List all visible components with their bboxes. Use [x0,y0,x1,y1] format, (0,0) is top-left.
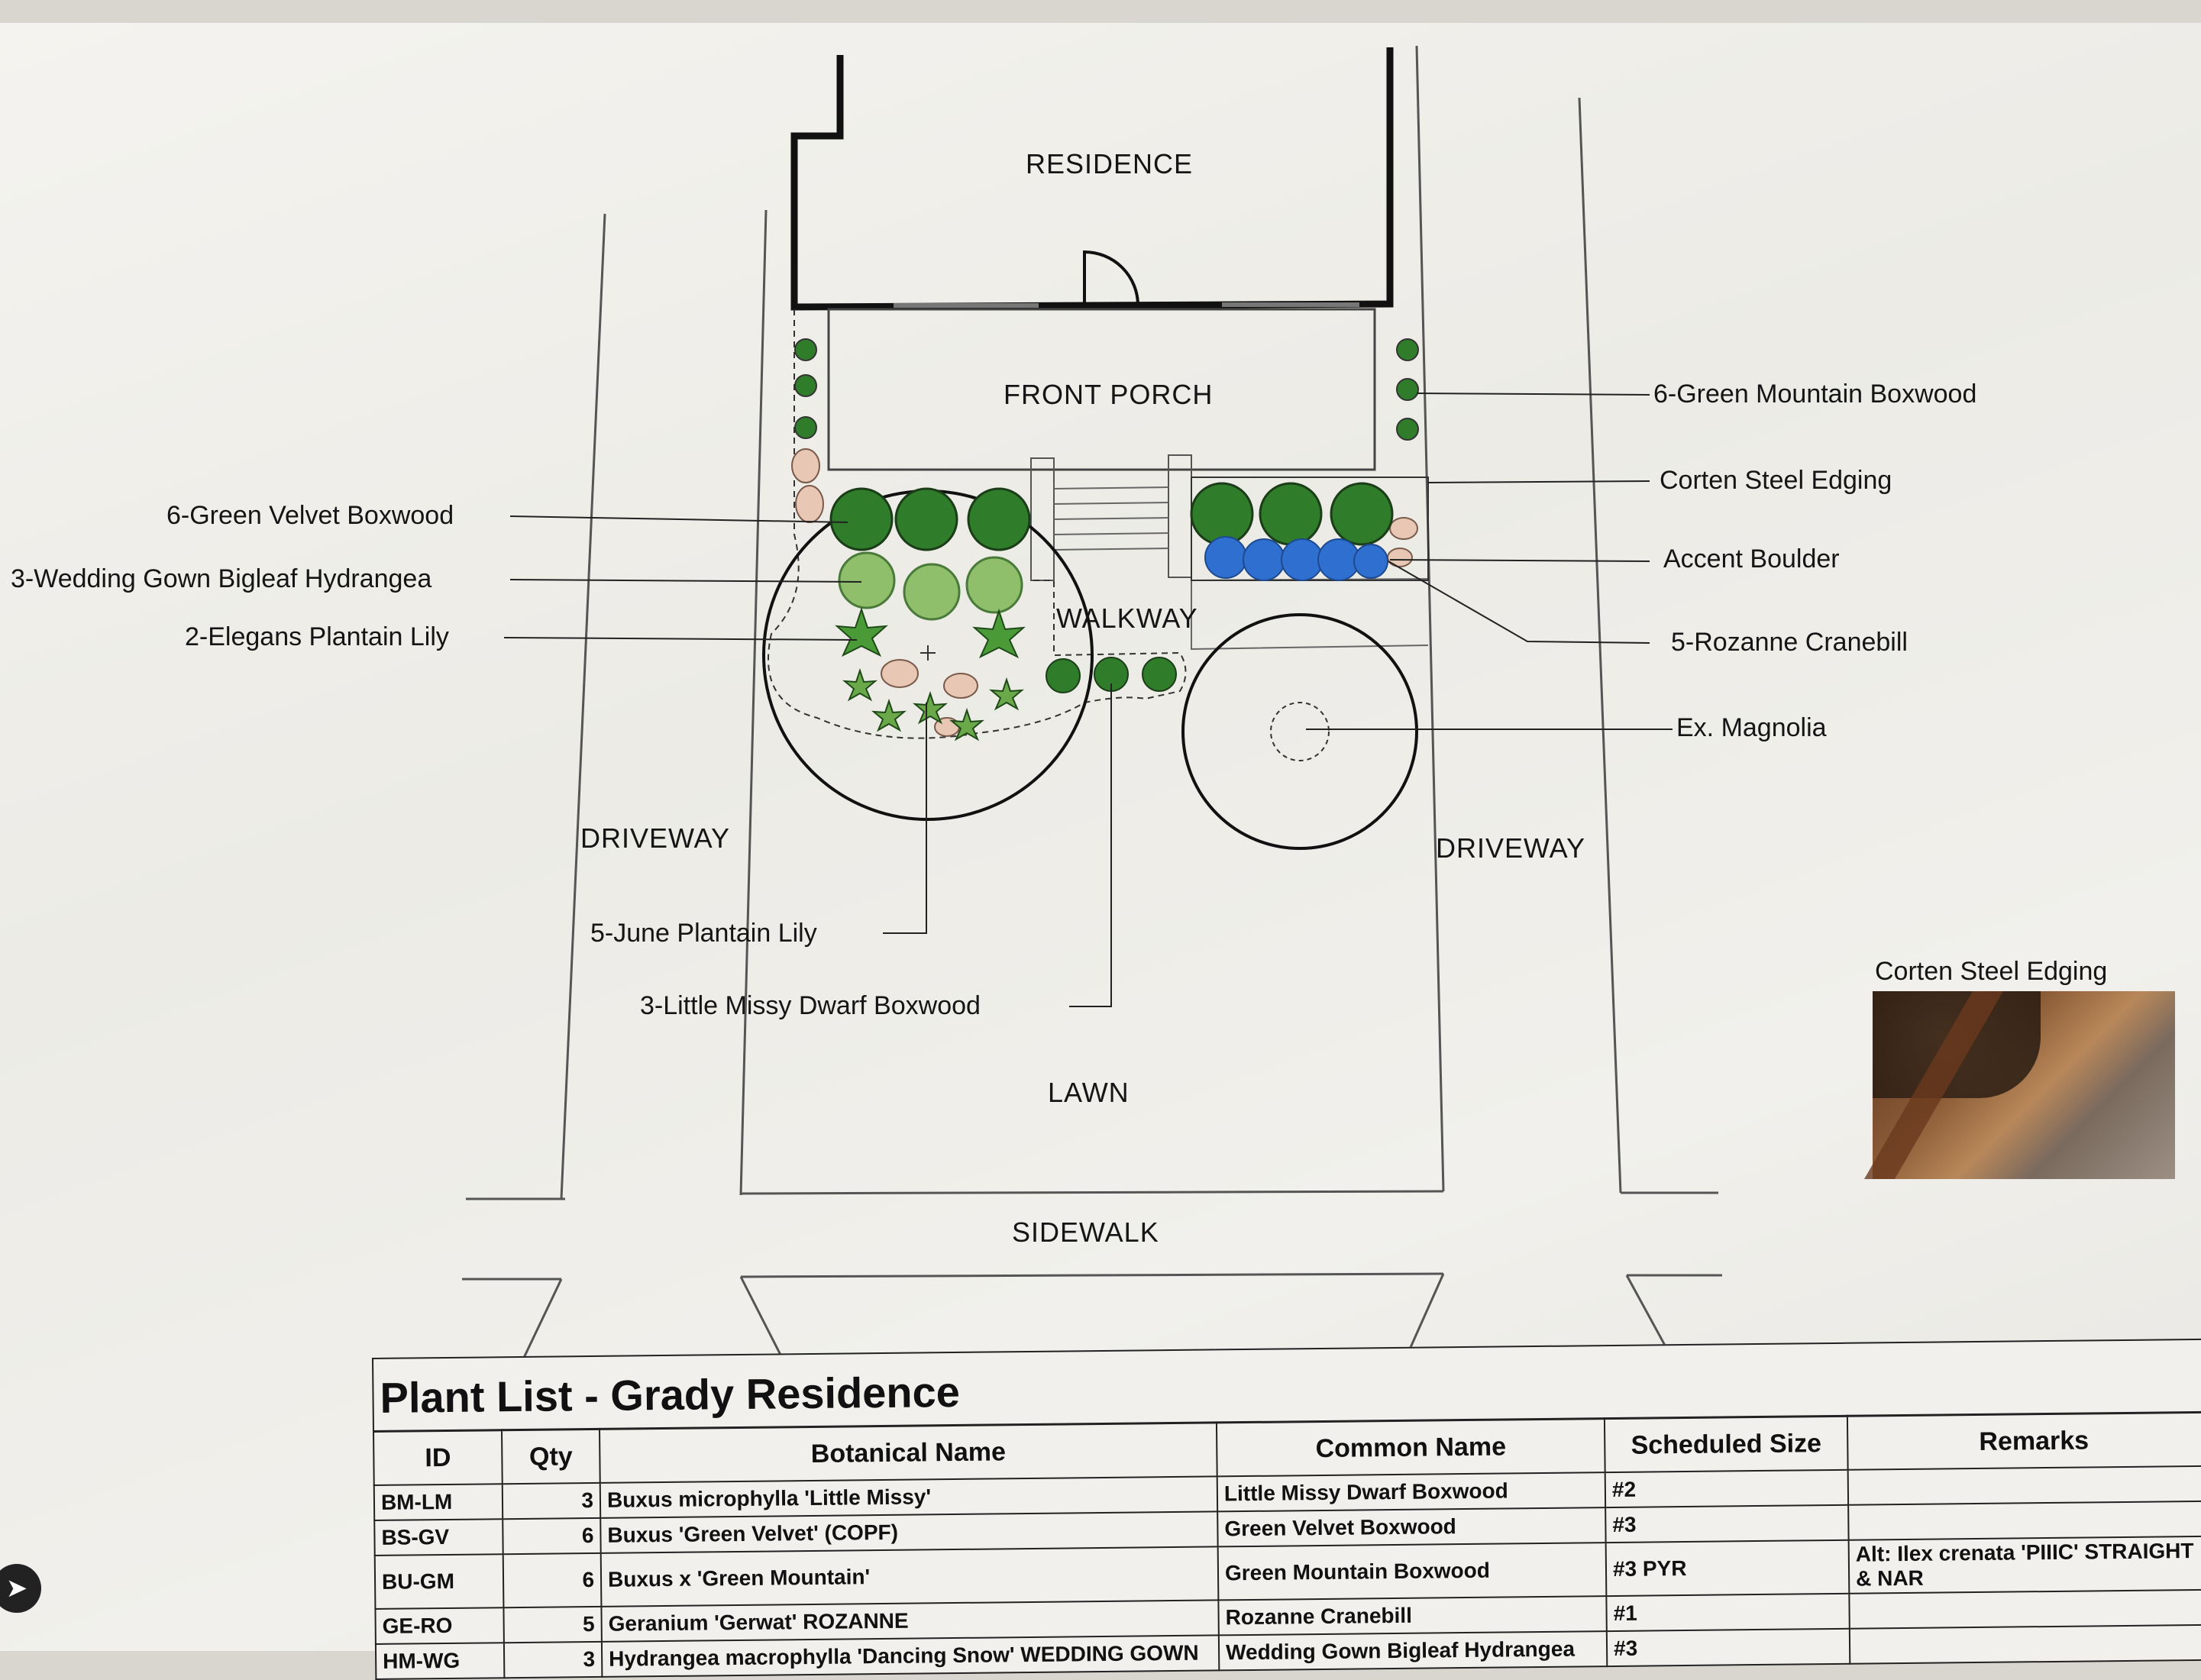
cell-remarks [1847,1465,2201,1505]
cell-remarks [1849,1589,2201,1629]
callout-elegans-plantain-lily: 2-Elegans Plantain Lily [185,622,449,651]
cell-qty: 3 [502,1482,601,1520]
callout-rozanne-cranebill: 5-Rozanne Cranebill [1671,628,1908,657]
callout-ex-magnolia: Ex. Magnolia [1676,713,1827,742]
plant-list-table: Plant List - Grady Residence ID Qty Bota… [372,1338,2201,1680]
cell-common: Little Missy Dwarf Boxwood [1217,1472,1606,1512]
cell-remarks [1849,1624,2201,1664]
col-header-scheduled-size: Scheduled Size [1604,1416,1848,1473]
cell-remarks: Alt: Ilex crenata 'PIIIC' STRAIGHT & NAR [1848,1536,2201,1594]
lawn-label: LAWN [1048,1077,1130,1108]
cell-qty: 3 [503,1641,603,1678]
col-header-id: ID [373,1430,503,1485]
left-bed-outline [768,309,1187,739]
cell-remarks [1848,1501,2201,1540]
residence-label: RESIDENCE [1026,148,1194,179]
cell-qty: 6 [503,1552,602,1608]
rozanne-cranesbill-group [1204,536,1388,581]
driveway-right-label: DRIVEWAY [1436,832,1586,864]
photo-caption: Corten Steel Edging [1875,957,2108,986]
sidewalk-label: SIDEWALK [1012,1216,1159,1248]
accent-boulders [791,448,1418,737]
cell-id: BS-GV [374,1519,503,1556]
callout-leaders [503,393,1673,1007]
cell-id: HM-WG [375,1643,505,1679]
col-header-common-name: Common Name [1216,1418,1605,1477]
cell-id: BU-GM [374,1554,504,1609]
front-porch-label: FRONT PORCH [1004,379,1214,410]
cell-size: #3 [1606,1628,1850,1667]
callout-green-mountain-boxwood: 6-Green Mountain Boxwood [1653,380,1977,409]
callout-accent-boulder: Accent Boulder [1663,544,1840,573]
cell-id: BM-LM [373,1484,503,1520]
cell-common: Green Velvet Boxwood [1217,1507,1606,1547]
green-velvet-boxwood-group [829,482,1394,551]
callout-little-missy-boxwood: 3-Little Missy Dwarf Boxwood [640,991,981,1020]
walkway-label: WALKWAY [1056,603,1198,634]
ex-magnolia-trunk [1270,702,1330,761]
cell-qty: 6 [503,1517,601,1555]
cell-size: #2 [1605,1469,1849,1508]
elegans-plantain-lily-group [835,606,1026,659]
june-plantain-lily-group [842,667,1025,741]
front-door [1083,250,1139,307]
col-header-remarks: Remarks [1847,1412,2201,1470]
walkway-outline [1191,580,1429,651]
callout-june-plantain-lily: 5-June Plantain Lily [590,919,817,948]
callout-green-velvet-boxwood: 6-Green Velvet Boxwood [166,501,454,530]
right-bed-outline [1191,477,1429,581]
cell-botanical: Buxus x 'Green Mountain' [600,1546,1219,1607]
ex-magnolia-canopy [1181,613,1418,850]
corten-steel-edging-photo [1863,991,2175,1179]
green-mountain-boxwood-group [794,338,1419,441]
cell-size: #3 [1605,1504,1849,1543]
callout-wedding-gown-hydrangea: 3-Wedding Gown Bigleaf Hydrangea [11,564,432,593]
wedding-gown-hydrangea-group [838,551,1023,621]
north-arrow-icon: ➤ [0,1564,41,1613]
cell-id: GE-RO [375,1607,504,1644]
col-header-botanical-name: Botanical Name [599,1422,1217,1483]
driveway-left-label: DRIVEWAY [580,822,731,854]
callout-corten-steel-edging: Corten Steel Edging [1660,466,1892,495]
cell-botanical: Hydrangea macrophylla 'Dancing Snow' WED… [601,1635,1220,1677]
cell-common: Green Mountain Boxwood [1217,1543,1607,1601]
cell-common: Rozanne Cranebill [1218,1596,1607,1636]
col-header-qty: Qty [502,1429,600,1485]
cell-size: #1 [1606,1593,1850,1632]
residence-wall [790,47,1394,311]
cell-qty: 5 [503,1606,602,1643]
cell-size: #3 PYR [1605,1539,1850,1597]
